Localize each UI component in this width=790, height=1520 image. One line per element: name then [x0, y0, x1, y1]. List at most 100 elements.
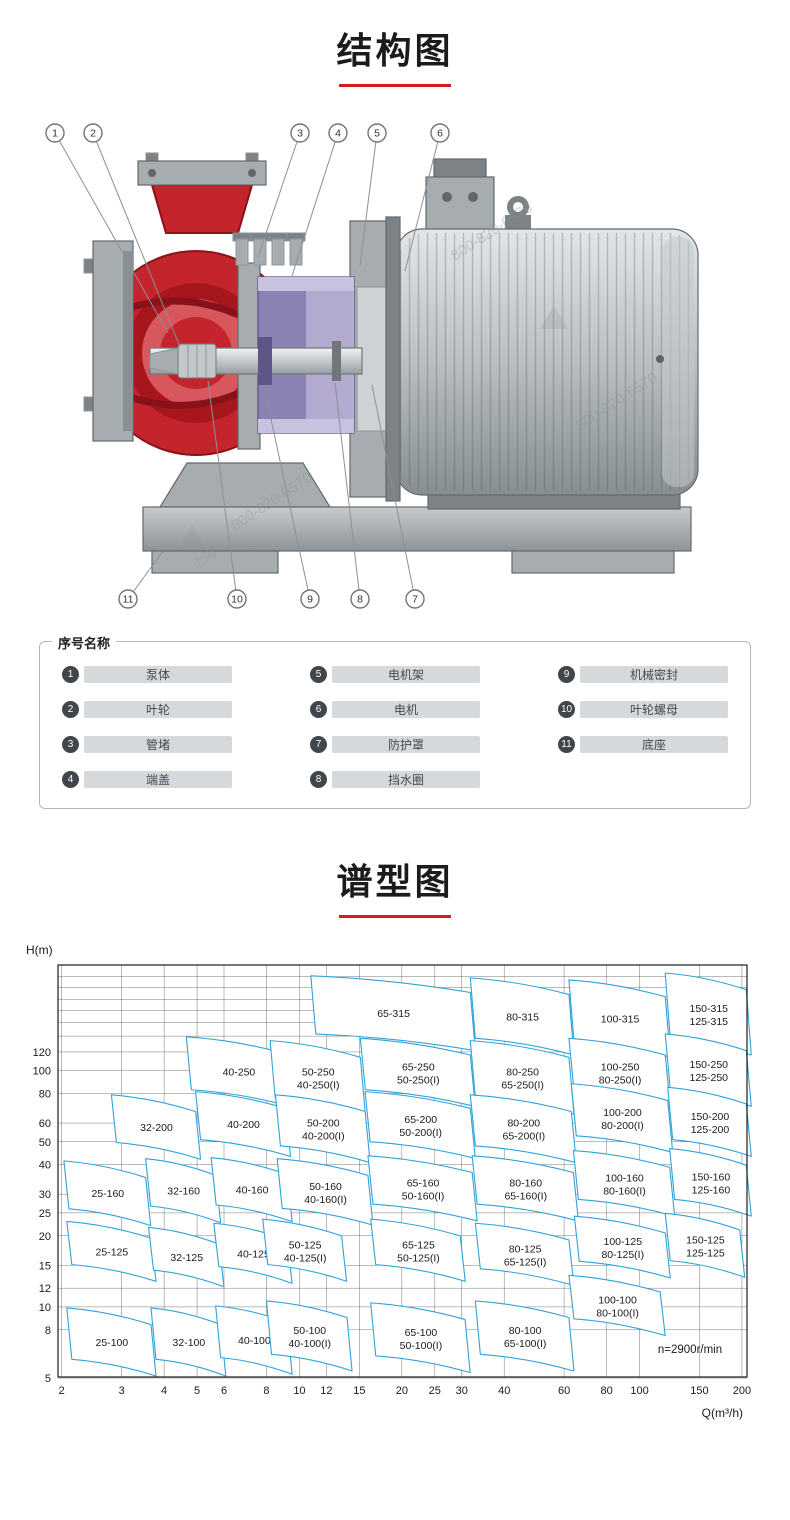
region-label: 50-250: [302, 1066, 335, 1078]
x-tick-label: 60: [558, 1385, 570, 1397]
callout-number: 11: [123, 594, 134, 606]
callout-circle: [350, 589, 370, 609]
legend-item: 9 机械密封: [558, 666, 728, 683]
region-label: 50-200(I): [399, 1127, 442, 1139]
region-label: 150-200: [691, 1111, 730, 1123]
x-tick-label: 150: [690, 1385, 708, 1397]
pump-model-region: [573, 1215, 671, 1279]
x-tick-label: 4: [161, 1385, 167, 1397]
y-tick-label: 20: [39, 1231, 51, 1243]
speed-annotation: n=2900r/min: [658, 1344, 722, 1356]
pump-model-region: [370, 1218, 466, 1282]
x-tick-label: 2: [59, 1385, 65, 1397]
region-label: 80-100: [509, 1325, 542, 1337]
x-tick-label: 20: [396, 1385, 408, 1397]
terminal-box: [425, 158, 495, 236]
item-number-badge: 10: [558, 701, 575, 718]
callout-leader-line: [263, 386, 311, 600]
region-label: 40-250(I): [297, 1079, 340, 1091]
discharge-flange: [137, 152, 267, 186]
callout-number: 9: [307, 594, 313, 606]
region-label: 25-100: [96, 1337, 129, 1349]
callout-circle: [430, 123, 450, 143]
callout-number: 8: [357, 594, 363, 606]
x-tick-label: 15: [353, 1385, 365, 1397]
callout-leader-line: [291, 132, 339, 277]
watermark-logo-icon: [540, 305, 568, 329]
item-number-badge: 9: [558, 666, 575, 683]
item-number-badge: 8: [310, 771, 327, 788]
callout-leader-line: [359, 132, 378, 267]
structure-title-underline: [339, 84, 451, 87]
item-label: 机械密封: [580, 666, 728, 683]
impeller-nut: [149, 343, 217, 379]
region-label: 50-160(I): [402, 1190, 445, 1202]
item-number-badge: 7: [310, 736, 327, 753]
item-number-badge: 5: [310, 666, 327, 683]
y-tick-label: 5: [45, 1373, 51, 1385]
region-label: 125-250: [689, 1072, 728, 1084]
region-label: 100-100: [598, 1294, 637, 1306]
legend-title: 序号名称: [52, 633, 117, 652]
structure-section-title: 结构图: [336, 30, 454, 71]
item-number-badge: 4: [62, 771, 79, 788]
callout-leader-line: [92, 132, 181, 348]
region-label: 80-250: [506, 1066, 539, 1078]
pump-model-region: [669, 1148, 752, 1217]
pump-model-region: [150, 1307, 227, 1377]
region-label: 125-125: [686, 1247, 725, 1259]
callout-circle: [328, 123, 348, 143]
pump-model-region: [474, 1300, 575, 1372]
region-label: 65-100(I): [504, 1338, 547, 1350]
y-tick-label: 12: [39, 1283, 51, 1295]
region-label: 40-100(I): [288, 1338, 331, 1350]
x-tick-label: 25: [429, 1385, 441, 1397]
item-number-badge: 11: [558, 736, 575, 753]
x-tick-label: 5: [194, 1385, 200, 1397]
region-label: 100-250: [601, 1061, 640, 1073]
y-tick-label: 15: [39, 1260, 51, 1272]
item-label: 泵体: [84, 666, 232, 683]
region-label: 150-125: [686, 1234, 725, 1246]
motor: [395, 158, 699, 510]
region-label: 100-315: [601, 1014, 640, 1026]
pump-model-region: [195, 1091, 292, 1157]
callout-number: 5: [374, 128, 380, 140]
pump-model-region: [148, 1226, 225, 1288]
x-tick-label: 8: [263, 1385, 269, 1397]
region-label: 40-125(I): [284, 1252, 327, 1264]
callout-number: 3: [297, 128, 303, 140]
x-tick-label: 3: [119, 1385, 125, 1397]
callout-number: 1: [52, 128, 58, 140]
region-label: 65-200: [404, 1114, 437, 1126]
x-tick-label: 200: [733, 1385, 751, 1397]
pump-base: [142, 462, 692, 574]
region-label: 65-125(I): [504, 1256, 547, 1268]
pump-model-region: [145, 1158, 222, 1224]
water-slinger: [332, 341, 341, 381]
region-label: 65-100: [405, 1327, 438, 1339]
region-label: 125-315: [689, 1016, 728, 1028]
chart-frame: [57, 964, 748, 1378]
pump-model-region: [667, 1086, 752, 1157]
x-tick-label: 100: [630, 1385, 648, 1397]
pump-model-region: [664, 1212, 746, 1278]
callout-leader-line: [334, 382, 361, 600]
callout-leader-line: [127, 550, 164, 600]
pump-model-region: [370, 1302, 471, 1374]
region-label: 80-315: [506, 1011, 539, 1023]
callout-leader-line: [54, 132, 169, 334]
item-label: 底座: [580, 736, 728, 753]
region-label: 32-200: [140, 1122, 173, 1134]
spectrum-section-title: 谱型图: [336, 861, 454, 902]
y-tick-label: 80: [39, 1089, 51, 1101]
y-tick-label: 25: [39, 1208, 51, 1220]
region-label: 40-200: [227, 1119, 260, 1131]
